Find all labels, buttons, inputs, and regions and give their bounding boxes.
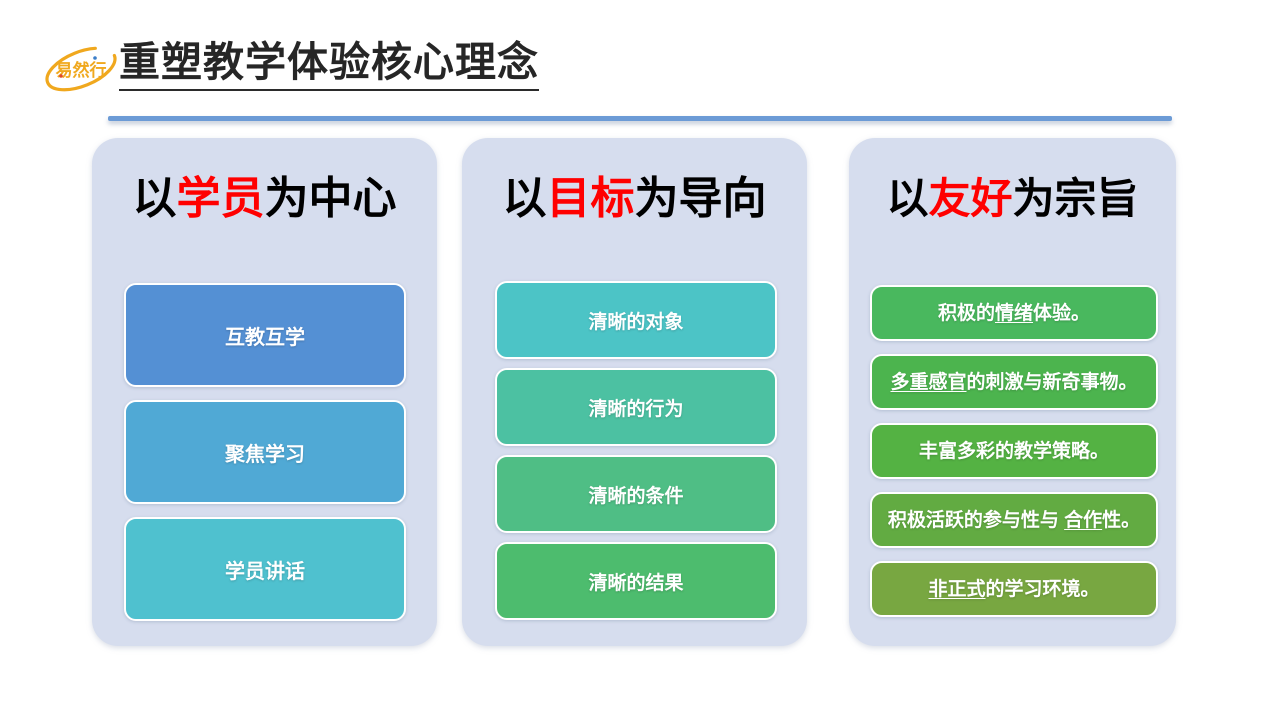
item-label: 积极活跃的参与性与 合作性。: [882, 507, 1146, 534]
item-list-goal-oriented: 清晰的对象 清晰的行为 清晰的条件 清晰的结果: [462, 138, 807, 646]
list-item[interactable]: 积极活跃的参与性与 合作性。: [870, 492, 1158, 548]
item-label: 学员讲话: [225, 560, 305, 583]
list-item[interactable]: 聚焦学习: [124, 400, 406, 504]
item-label: 清晰的对象: [588, 311, 684, 333]
item-label: 多重感官的刺激与新奇事物。: [884, 369, 1143, 396]
item-tail: 的刺激与新奇事物。: [966, 371, 1138, 393]
logo-text: 易然行: [56, 60, 107, 80]
item-list-learner-centered: 互教互学 聚焦学习 学员讲话: [92, 138, 437, 646]
slide-header: 易然行 重塑教学体验核心理念: [0, 0, 1269, 121]
list-item[interactable]: 学员讲话: [124, 517, 406, 621]
panel-title-prefix: 以: [502, 174, 547, 223]
item-label: 聚焦学习: [225, 443, 305, 466]
panel-title-suffix: 为导向: [634, 174, 767, 223]
panel-learner-centered[interactable]: 以学员为中心 互教互学 聚焦学习 学员讲话: [92, 138, 437, 646]
panel-title-friendliness-purpose: 以友好为宗旨: [849, 170, 1176, 228]
item-underlined: 合作: [1064, 509, 1103, 531]
item-underlined: 非正式: [928, 578, 986, 600]
item-underlined: 情绪: [994, 302, 1033, 324]
panel-title-goal-oriented: 以目标为导向: [462, 170, 807, 228]
header-divider: [108, 116, 1172, 121]
panel-goal-oriented[interactable]: 以目标为导向 清晰的对象 清晰的行为 清晰的条件 清晰的结果: [462, 138, 807, 646]
item-label: 清晰的结果: [588, 572, 684, 594]
item-label: 清晰的行为: [588, 398, 684, 420]
item-lead: 积极活跃的参与性与: [887, 509, 1065, 531]
concept-columns: 以学员为中心 互教互学 聚焦学习 学员讲话 以目标为导向 清晰的对象 清晰的行为…: [0, 138, 1269, 648]
item-tail: 性。: [1102, 509, 1141, 531]
item-list-friendliness-purpose: 积极的情绪体验。 多重感官的刺激与新奇事物。 丰富多彩的教学策略。 积极活跃的参…: [849, 138, 1176, 646]
item-lead: 丰富多彩的教学策略。: [918, 440, 1109, 462]
panel-title-highlight: 友好: [928, 175, 1013, 222]
panel-title-highlight: 学员: [176, 174, 265, 223]
panel-title-prefix: 以: [132, 174, 177, 223]
item-underlined: 多重感官: [890, 371, 967, 393]
page-title: 重塑教学体验核心理念: [119, 36, 539, 91]
list-item[interactable]: 清晰的对象: [495, 281, 777, 359]
panel-friendliness-purpose[interactable]: 以友好为宗旨 积极的情绪体验。 多重感官的刺激与新奇事物。 丰富多彩的教学策略。…: [849, 138, 1176, 646]
list-item[interactable]: 清晰的结果: [495, 542, 777, 620]
item-label: 非正式的学习环境。: [922, 576, 1105, 603]
panel-title-learner-centered: 以学员为中心: [92, 170, 437, 228]
list-item[interactable]: 多重感官的刺激与新奇事物。: [870, 354, 1158, 410]
list-item[interactable]: 互教互学: [124, 283, 406, 387]
item-tail: 体验。: [1033, 302, 1091, 324]
panel-title-prefix: 以: [886, 175, 929, 222]
list-item[interactable]: 清晰的行为: [495, 368, 777, 446]
list-item[interactable]: 清晰的条件: [495, 455, 777, 533]
item-label: 积极的情绪体验。: [932, 300, 1096, 327]
list-item[interactable]: 非正式的学习环境。: [870, 561, 1158, 617]
panel-title-suffix: 为中心: [264, 174, 397, 223]
item-tail: 的学习环境。: [985, 578, 1100, 600]
item-label: 丰富多彩的教学策略。: [913, 438, 1115, 465]
item-label: 互教互学: [225, 326, 305, 349]
panel-title-highlight: 目标: [546, 174, 635, 223]
list-item[interactable]: 积极的情绪体验。: [870, 285, 1158, 341]
yiranxing-logo: 易然行: [40, 36, 122, 102]
item-label: 清晰的条件: [588, 485, 684, 507]
item-lead: 积极的: [937, 302, 995, 324]
panel-title-suffix: 为宗旨: [1012, 175, 1139, 222]
list-item[interactable]: 丰富多彩的教学策略。: [870, 423, 1158, 479]
